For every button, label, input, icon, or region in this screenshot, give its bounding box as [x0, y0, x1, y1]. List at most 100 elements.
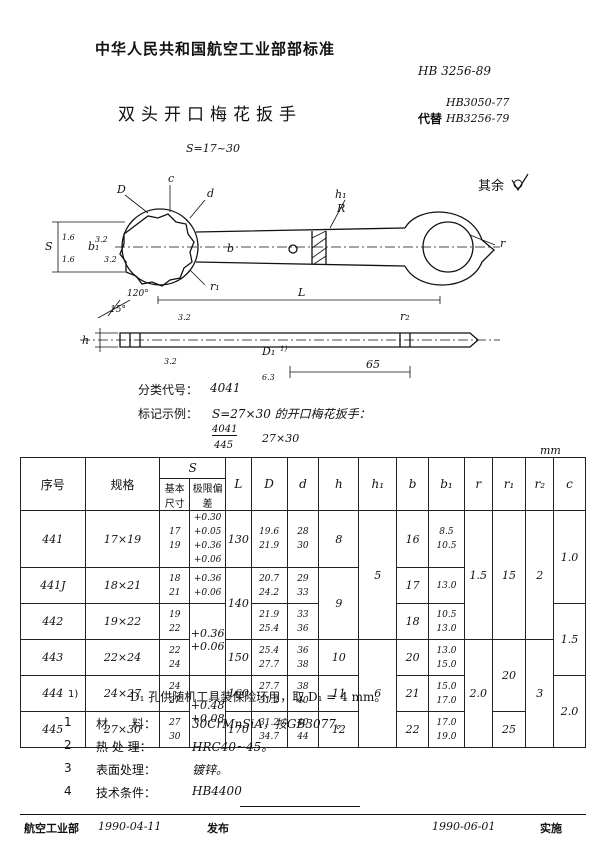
cell-D: 31.2 [259, 695, 280, 706]
fraction-top: 4041 [212, 424, 238, 436]
header-r1: r₁ [491, 457, 527, 511]
cell-h: 9 [318, 567, 360, 640]
label-ra-32-d: 3.2 [164, 357, 177, 366]
cell-d: 30 [297, 541, 309, 551]
note-label: 表面处理： [96, 763, 157, 777]
cell-D: 31.2 [259, 717, 280, 728]
note-no: 4 [64, 784, 72, 798]
label-D1: D₁ [261, 345, 275, 358]
cell-spec: 19×22 [84, 603, 161, 640]
header-D: D [250, 457, 288, 511]
label-L: L [297, 286, 305, 299]
document-title: 双头开口梅花扳手 [118, 105, 302, 125]
unit-mm: mm [540, 444, 561, 457]
header-c: c [553, 457, 586, 511]
cell-D: 25.4 [259, 623, 280, 634]
cell-s: 27 [169, 717, 181, 728]
label-h: h [82, 334, 89, 347]
cell-seq: 445 [20, 711, 86, 748]
label-ra-16-b: 1.6 [62, 255, 75, 264]
footer-effective-date: 1990-06-01 [432, 820, 496, 833]
cell-b: 17 [396, 567, 430, 604]
cell-r-merged: 1.5 [463, 510, 493, 640]
label-b: b [227, 242, 234, 255]
cell-d: 40 [297, 695, 309, 706]
spec-table: 序号 规格 S L D d h h₁ b b₁ r r₁ r₂ c 基本尺寸 极… [20, 457, 586, 748]
cell-D: 24.2 [259, 587, 280, 598]
note-value: 30CrMnSiA，按GB3077。 [192, 717, 348, 731]
cell-seq: 441J [20, 567, 86, 604]
cell-dev: +0.30 +0.05 [193, 513, 222, 537]
cell-h1-merged: 5 [358, 510, 398, 640]
cell-seq: 442 [20, 603, 86, 640]
cell-seq: 441 [20, 510, 86, 568]
cell-L: 130 [225, 510, 252, 568]
cell-s: 18 [169, 573, 181, 584]
cell-s: 19 [169, 541, 181, 551]
cell-b1: 8.5 [439, 527, 454, 537]
label-note1: 1) [280, 345, 287, 353]
cell-b: 20 [396, 639, 430, 676]
footnote-mark: 1) [68, 689, 79, 700]
header-limit-dev: 极限偏差 [189, 478, 227, 511]
header-b: b [396, 457, 430, 511]
footer-effective-label: 实施 [540, 822, 562, 835]
cell-b1: 17.0 [436, 717, 457, 728]
cell-D: 21.9 [259, 541, 280, 551]
cell-b1: 15.0 [436, 681, 457, 692]
cell-c-merged: 2.0 [553, 675, 586, 748]
header-basic-size: 基本尺寸 [159, 478, 191, 511]
cell-b1: 15.0 [436, 659, 457, 670]
label-ra-32-b: 3.2 [104, 255, 117, 264]
cell-b1: 10.5 [436, 609, 457, 620]
cell-D: 21.9 [259, 609, 280, 620]
cell-spec: 22×24 [84, 639, 161, 676]
cell-d: 33 [297, 587, 309, 598]
footer-rule [20, 814, 586, 815]
note-label: 热 处 理： [96, 740, 152, 754]
label-dim-65: 65 [366, 358, 380, 371]
cell-r2-merged: 3 [525, 639, 555, 748]
cell-c-merged: 1.0 [553, 510, 586, 604]
cell-d: 28 [297, 527, 309, 537]
fraction-suffix: 27×30 [262, 432, 300, 445]
note-no: 2 [64, 738, 72, 752]
notes-divider [240, 806, 360, 807]
header-seq: 序号 [20, 457, 86, 511]
cell-r-merged: 2.0 [463, 639, 493, 748]
cell-s: 30 [169, 731, 181, 742]
cell-D: 34.7 [259, 731, 280, 742]
cell-h1-merged: 6 [358, 639, 398, 748]
fraction-bottom: 445 [214, 440, 234, 451]
cell-r1-last: 25 [491, 711, 527, 748]
cell-b: 21 [396, 675, 430, 712]
size-range: S=17~30 [186, 142, 240, 155]
cell-r2-merged: 2 [525, 510, 555, 640]
label-ra-32-a: 3.2 [95, 235, 108, 244]
cell-D: 20.7 [259, 573, 280, 584]
footer-issue-date: 1990-04-11 [98, 820, 162, 833]
label-ra-63: 6.3 [262, 373, 275, 382]
wrench-drawing: D c d h₁ R b r r₁ L S b₁ h D₁ 1) r₂ 120°… [45, 172, 529, 382]
cell-D: 27.7 [259, 681, 280, 692]
cell-b1: 19.0 [436, 731, 457, 742]
label-angle-120: 120° [127, 289, 149, 299]
header-L: L [225, 457, 252, 511]
org-title: 中华人民共和国航空工业部部标准 [95, 40, 336, 58]
cell-r1-merged: 20 [491, 639, 527, 712]
cell-s: 17 [169, 527, 181, 537]
header-d: d [286, 457, 320, 511]
label-c: c [168, 172, 174, 185]
cell-dev-merged: +0.48 +0.08 [189, 675, 227, 748]
cell-dev: +0.36 +0.06 [193, 541, 222, 565]
cell-b: 16 [396, 510, 430, 568]
header-b1: b₁ [428, 457, 465, 511]
note-no: 1 [64, 715, 72, 729]
example-text: S=27×30 的开口梅花扳手： [212, 407, 371, 421]
cell-b1: 13.0 [436, 645, 457, 656]
note-no: 3 [64, 761, 72, 775]
cell-h: 12 [318, 711, 360, 748]
